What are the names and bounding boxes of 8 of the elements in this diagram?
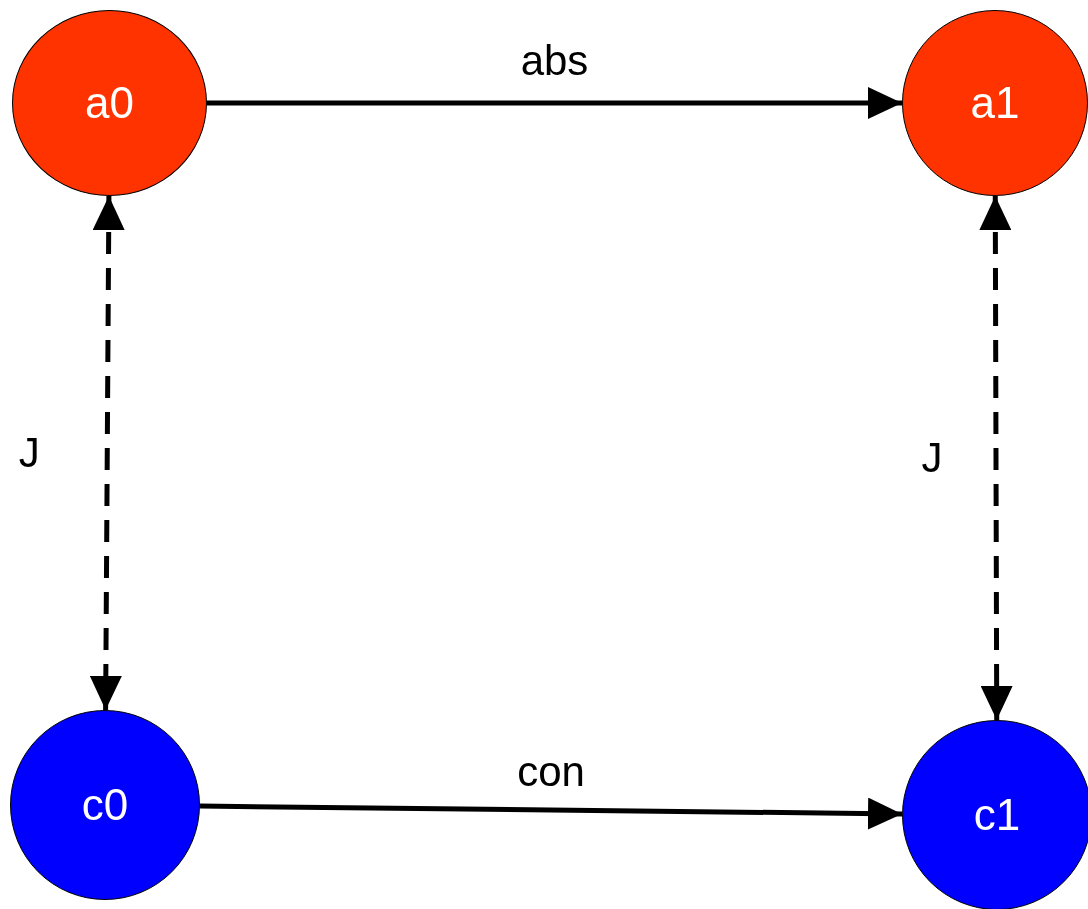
dashed-arrow — [979, 196, 1013, 720]
node-label: c0 — [81, 780, 129, 830]
arrow — [207, 87, 902, 119]
dashed-arrow — [89, 196, 125, 710]
node-label: c1 — [973, 790, 1021, 840]
arrow — [199, 797, 903, 830]
node-label: a1 — [970, 78, 1020, 128]
node-label: a0 — [85, 78, 134, 128]
